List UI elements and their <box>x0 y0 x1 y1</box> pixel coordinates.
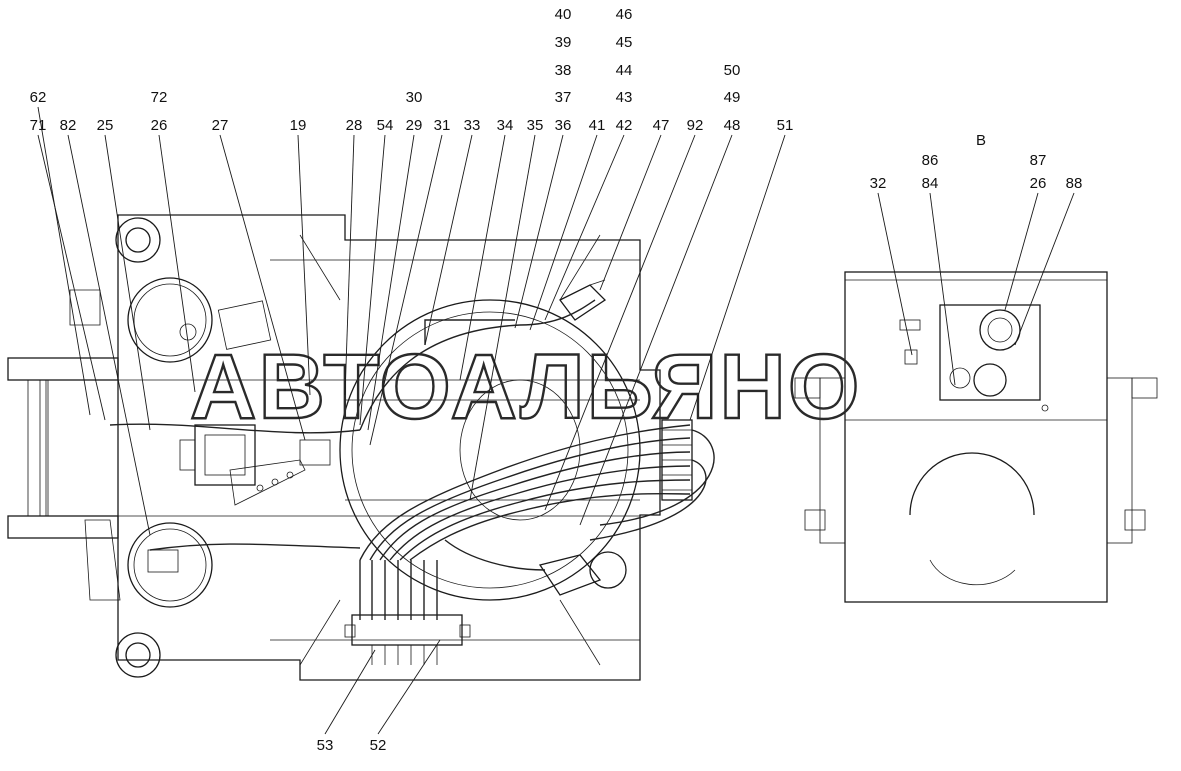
callout-25: 25 <box>97 117 114 134</box>
callout-35: 35 <box>527 117 544 134</box>
leader-line-92 <box>544 134 696 511</box>
callout-31: 31 <box>434 117 451 134</box>
leader-line-51 <box>689 134 786 421</box>
turntable <box>270 234 641 666</box>
leader-line-84 <box>929 192 956 386</box>
callout-92: 92 <box>687 117 704 134</box>
callout-42: 42 <box>616 117 633 134</box>
callout-72: 72 <box>151 89 168 106</box>
mounting-eyes <box>115 217 161 678</box>
leader-line-48 <box>579 134 733 526</box>
callout-46: 46 <box>616 6 633 23</box>
leader-line-47 <box>599 134 662 291</box>
callout-48: 48 <box>724 117 741 134</box>
callout-86: 86 <box>922 152 939 169</box>
callout-38: 38 <box>555 62 572 79</box>
callout-27: 27 <box>212 117 229 134</box>
callout-32: 32 <box>870 175 887 192</box>
callout-19: 19 <box>290 117 307 134</box>
callout-33: 33 <box>464 117 481 134</box>
leader-line-41 <box>529 134 598 331</box>
callout-52: 52 <box>370 737 387 754</box>
leader-line-71 <box>37 134 106 421</box>
callout-40: 40 <box>555 6 572 23</box>
leader-line-42 <box>544 134 625 321</box>
callout-39: 39 <box>555 34 572 51</box>
callout-labels: 62 72 30 71 82 25 26 27 19 28 54 29 31 33 34 35 36 41 42 47… <box>30 6 1083 754</box>
callout-30: 30 <box>406 89 423 106</box>
distributor-block <box>344 614 471 665</box>
callout-50: 50 <box>724 62 741 79</box>
leader-line-33 <box>424 134 473 346</box>
callout-49: 49 <box>724 89 741 106</box>
main-view <box>7 214 715 681</box>
leader-line-31 <box>369 134 443 446</box>
leader-line-28 <box>344 134 355 396</box>
callout-26: 26 <box>151 117 168 134</box>
callout-82: 82 <box>60 117 77 134</box>
callout-71: 71 <box>30 117 47 134</box>
callout-88: 88 <box>1066 175 1083 192</box>
callout-54: 54 <box>377 117 394 134</box>
leader-line-27 <box>219 134 306 441</box>
callout-84: 84 <box>922 175 939 192</box>
leader-line-29 <box>367 134 415 431</box>
callout-28: 28 <box>346 117 363 134</box>
leader-line-36 <box>514 134 564 329</box>
left-frame <box>7 214 661 681</box>
leader-line-35 <box>469 134 536 501</box>
leader-line-26 <box>1004 192 1039 311</box>
view-b-label: B <box>976 132 986 149</box>
leader-line-52 <box>377 639 441 735</box>
callout-47: 47 <box>653 117 670 134</box>
view-b <box>794 271 1158 603</box>
callout-29: 29 <box>406 117 423 134</box>
leader-line-26 <box>158 134 196 393</box>
callout-43: 43 <box>616 89 633 106</box>
leader-line-32 <box>877 192 913 356</box>
callout-53: 53 <box>317 737 334 754</box>
leader-line-82 <box>67 134 151 536</box>
watermark-text: АВТОАЛЬЯНО <box>190 336 861 438</box>
leader-line-53 <box>324 649 376 735</box>
leader-line-88 <box>1014 192 1075 346</box>
callout-34: 34 <box>497 117 514 134</box>
valve-block-left <box>179 300 331 506</box>
callout-87: 87 <box>1030 152 1047 169</box>
callout-37: 37 <box>555 89 572 106</box>
callout-62: 62 <box>30 89 47 106</box>
callout-26: 26 <box>1030 175 1047 192</box>
round-covers <box>127 277 213 608</box>
leader-line-25 <box>104 134 151 431</box>
callout-41: 41 <box>589 117 606 134</box>
callout-45: 45 <box>616 34 633 51</box>
callout-36: 36 <box>555 117 572 134</box>
callout-44: 44 <box>616 62 633 79</box>
callout-51: 51 <box>777 117 794 134</box>
leader-lines <box>37 106 1075 735</box>
leader-line-54 <box>359 134 386 426</box>
leader-line-19 <box>297 134 311 396</box>
leader-line-34 <box>459 134 506 381</box>
hose-bundle <box>109 299 715 620</box>
leader-line-62 <box>37 106 91 416</box>
